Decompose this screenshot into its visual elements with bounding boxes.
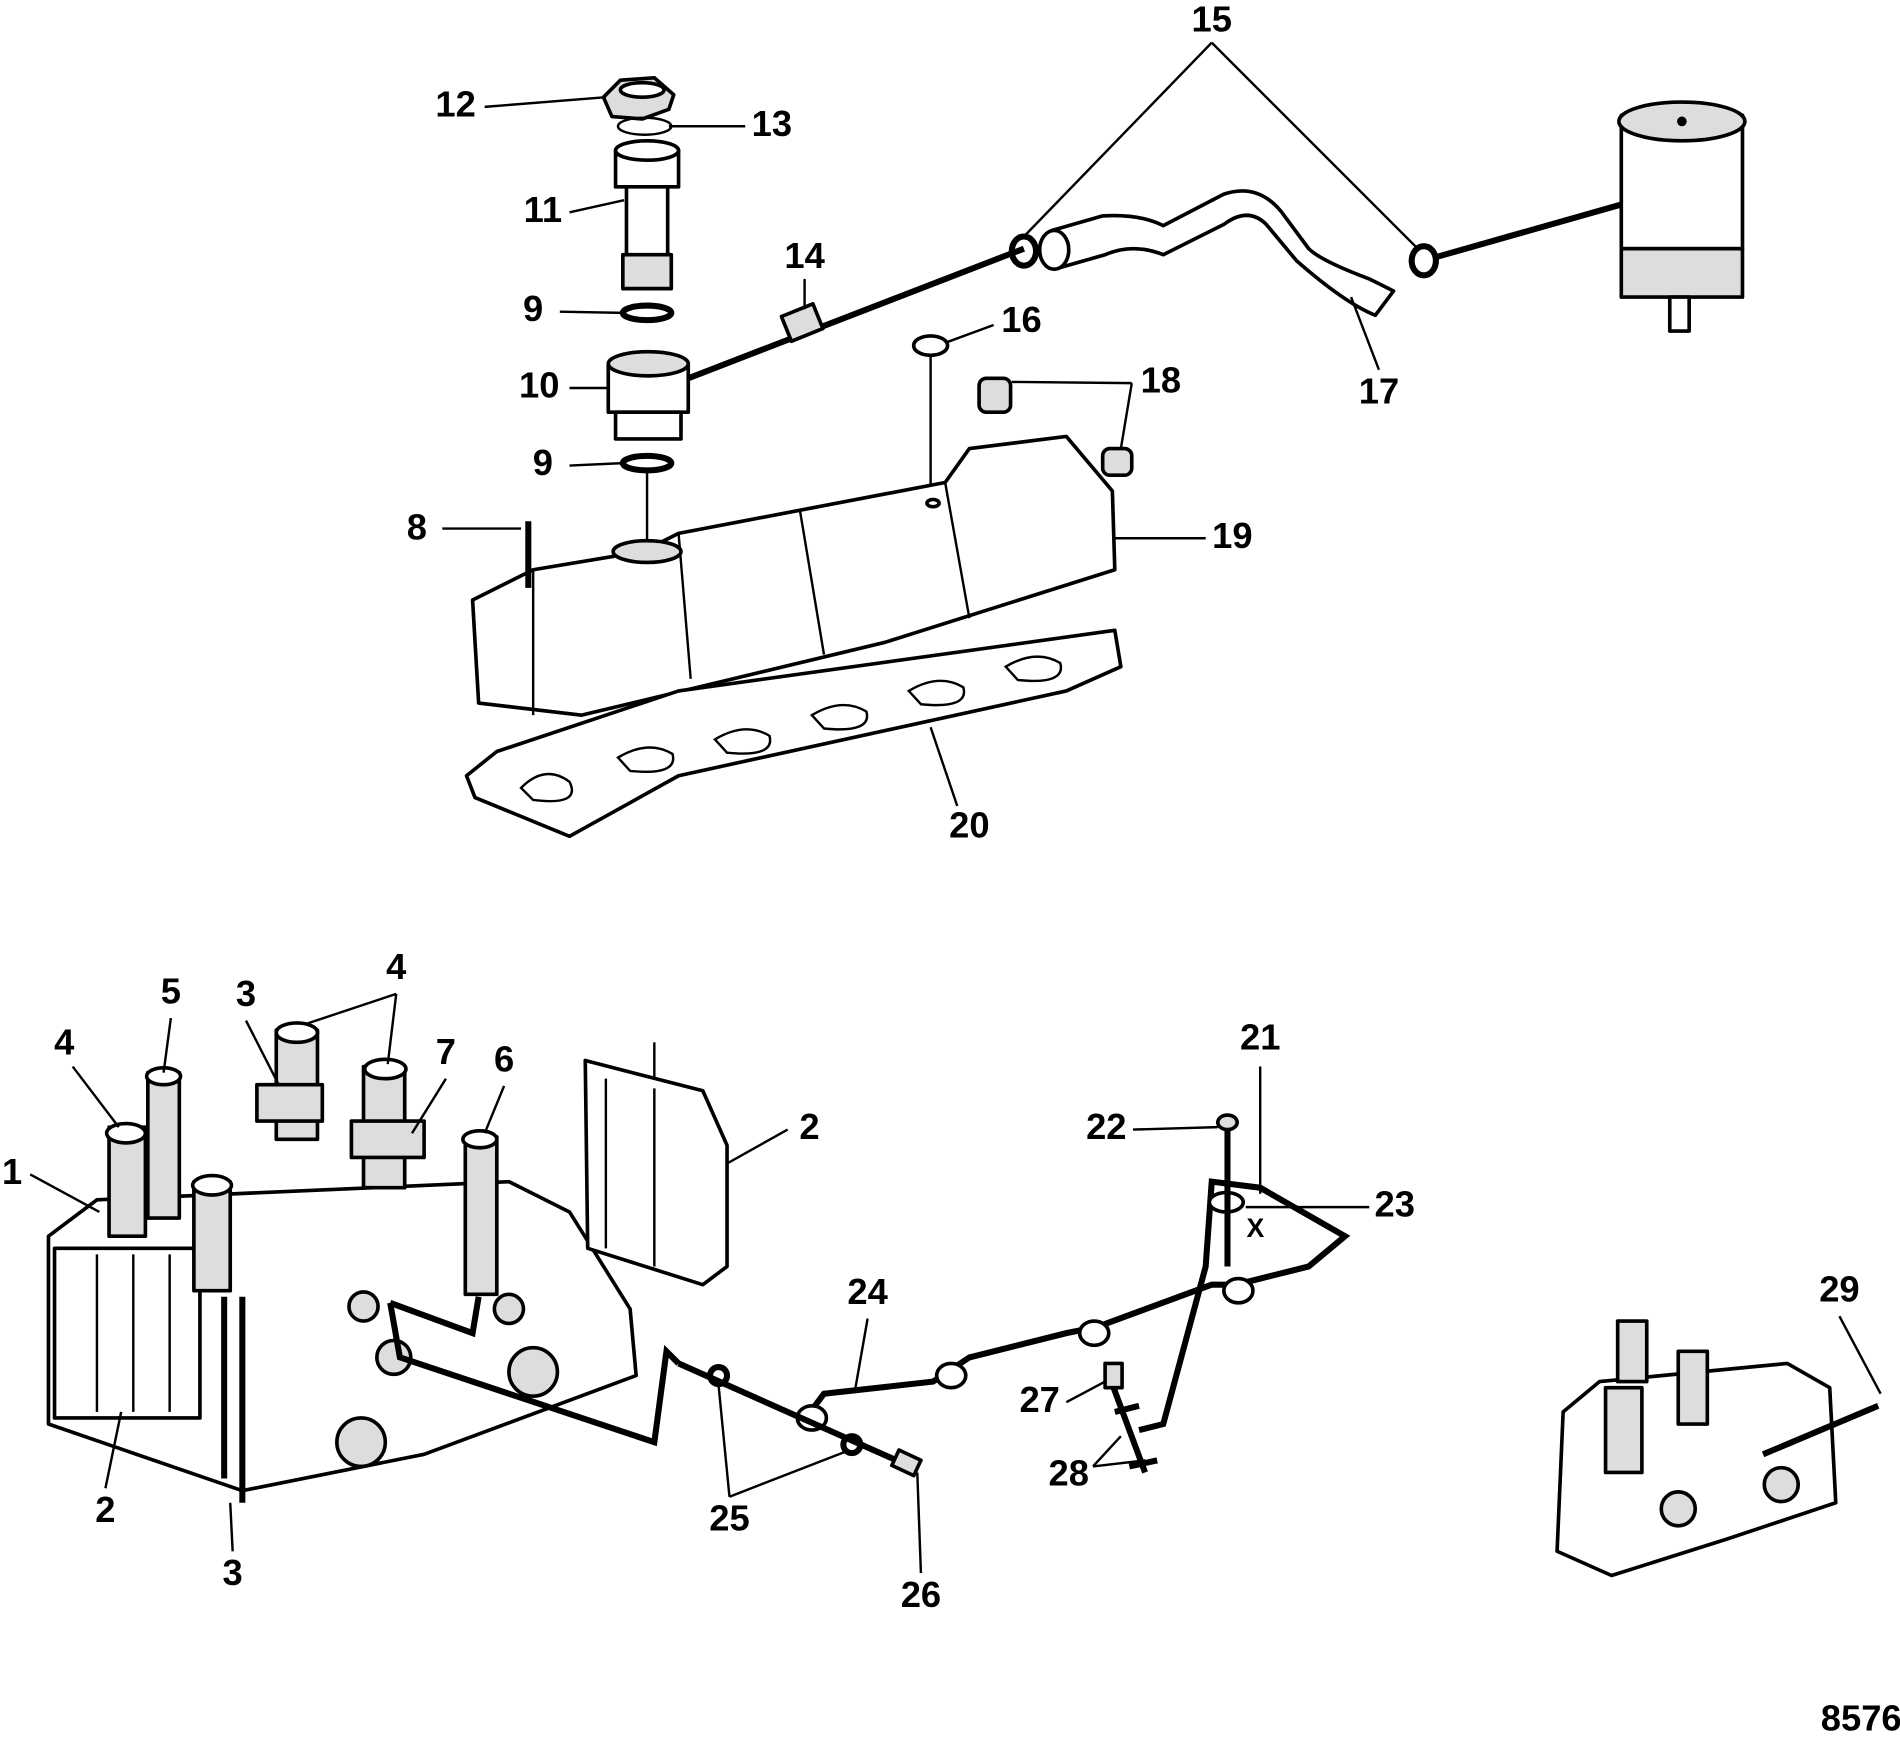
callout-26: 26 xyxy=(901,1574,941,1615)
callout-9-upper: 9 xyxy=(523,288,543,329)
center-mark-x: X xyxy=(1246,1213,1264,1243)
callout-2-right: 2 xyxy=(799,1106,819,1147)
callout-23: 23 xyxy=(1374,1184,1414,1225)
callout-13: 13 xyxy=(752,103,792,144)
callout-17: 17 xyxy=(1359,371,1399,412)
callout-4-left: 4 xyxy=(54,1021,75,1062)
callout-29: 29 xyxy=(1819,1269,1859,1310)
callout-5: 5 xyxy=(161,970,181,1011)
injectors-part xyxy=(104,1021,499,1297)
oil-filler-cap-part xyxy=(601,75,676,121)
callout-3-lower: 3 xyxy=(223,1552,243,1593)
callout-21: 21 xyxy=(1240,1017,1280,1058)
seal-ring-13-part xyxy=(616,116,673,136)
callout-15: 15 xyxy=(1192,0,1232,40)
hose-clamp-right xyxy=(1408,243,1439,279)
inset-cylinder-head xyxy=(1555,1319,1838,1578)
leader-lines xyxy=(29,41,1882,1574)
callout-22: 22 xyxy=(1086,1106,1126,1147)
callout-2-left: 2 xyxy=(95,1489,115,1530)
filler-tube-part xyxy=(613,138,681,291)
callout-9-lower: 9 xyxy=(533,442,553,483)
figure-number: 8576 xyxy=(1821,1698,1900,1739)
bolt-26-part xyxy=(889,1448,923,1478)
callout-4-right: 4 xyxy=(386,946,407,987)
callout-3-upper: 3 xyxy=(236,973,256,1014)
gasket-part xyxy=(464,628,1123,839)
dipstick-16-part xyxy=(911,334,950,358)
connector-14-part xyxy=(779,302,825,344)
callout-10: 10 xyxy=(519,365,559,406)
callout-7: 7 xyxy=(436,1031,456,1072)
callout-20: 20 xyxy=(949,804,989,845)
cap-18-part xyxy=(977,376,1013,415)
callout-19: 19 xyxy=(1212,515,1252,556)
adapter-part xyxy=(606,349,691,441)
o-ring-upper-part xyxy=(619,302,675,324)
valve-cover-part xyxy=(470,434,1117,717)
callout-24: 24 xyxy=(847,1271,888,1312)
callout-11: 11 xyxy=(524,189,562,230)
callout-28: 28 xyxy=(1049,1453,1089,1494)
callout-1: 1 xyxy=(2,1151,22,1192)
o-ring-lower-part xyxy=(619,452,675,474)
separator-part xyxy=(1617,100,1747,333)
injector-line xyxy=(387,1302,681,1447)
callout-16: 16 xyxy=(1001,299,1041,340)
breather-line xyxy=(687,245,1026,382)
callout-25: 25 xyxy=(709,1498,749,1539)
callout-18: 18 xyxy=(1141,360,1181,401)
callout-8: 8 xyxy=(407,506,427,547)
bolt-27-part xyxy=(1103,1361,1124,1390)
callout-12: 12 xyxy=(435,83,475,124)
callout-6: 6 xyxy=(494,1038,514,1079)
cover-plate-2-part xyxy=(583,1042,729,1287)
callout-27: 27 xyxy=(1019,1379,1059,1420)
hose-17-part xyxy=(1049,189,1396,318)
callout-14: 14 xyxy=(784,235,825,276)
